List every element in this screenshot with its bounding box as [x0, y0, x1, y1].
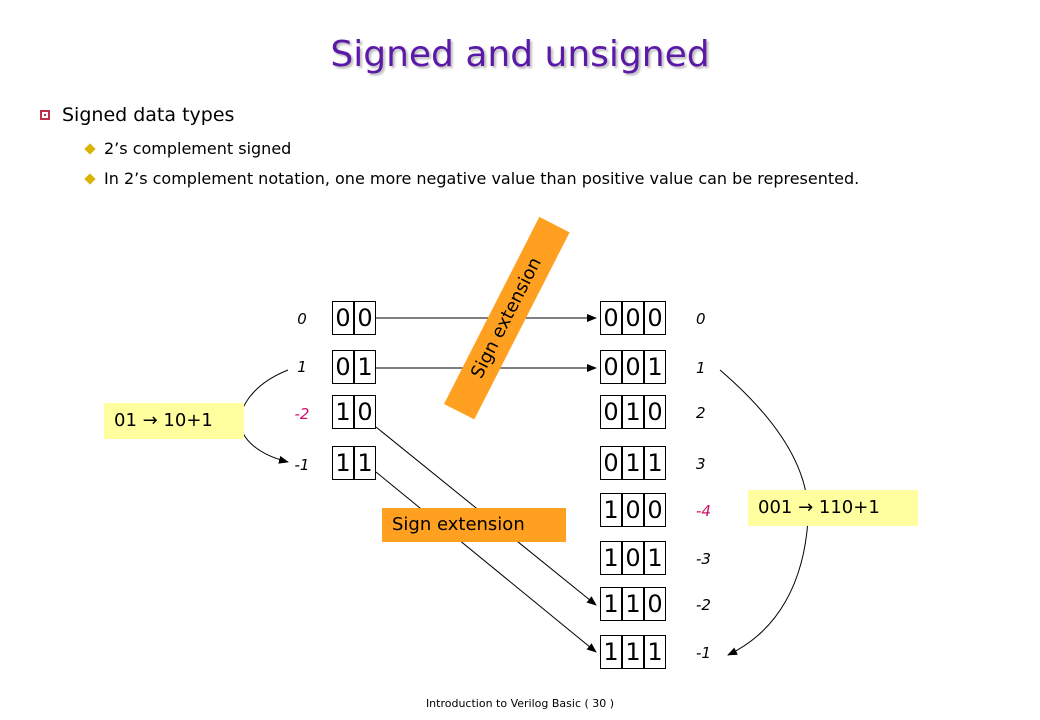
bit-cell: 0 [600, 446, 622, 480]
bullet-square-icon [40, 110, 50, 120]
bit-cell: 1 [622, 587, 644, 621]
bit-cell: 1 [644, 446, 666, 480]
right-row-label: 1 [696, 359, 706, 377]
left-row-label: 0 [297, 310, 307, 328]
bit-cell: 1 [644, 635, 666, 669]
bit-cell: 0 [600, 301, 622, 335]
bit-cell: 1 [622, 395, 644, 429]
bit-cell: 1 [600, 493, 622, 527]
bit-cell: 0 [622, 541, 644, 575]
bullet-text: Signed data types [62, 104, 235, 126]
slide-footer: Introduction to Verilog Basic ( 30 ) [425, 697, 615, 710]
left-row-label-highlight: -2 [294, 405, 310, 423]
right-row-label: 3 [696, 455, 706, 473]
bit-cell: 0 [644, 395, 666, 429]
left-row-label: 1 [297, 358, 307, 376]
arrow-11-to-111 [375, 471, 597, 653]
sign-extension-text: Sign extension [392, 514, 525, 535]
left-note-text: 01 → 10+1 [114, 410, 213, 431]
bit-cell: 0 [600, 395, 622, 429]
right-note-box: 001 → 110+1 [748, 490, 918, 526]
sub-bullet-text: In 2’s complement notation, one more neg… [104, 169, 860, 188]
bit-cell: 1 [332, 446, 354, 480]
curve-left-01-to-minus1 [239, 369, 289, 464]
bit-cell: 1 [600, 635, 622, 669]
right-row-label: -3 [696, 550, 711, 568]
sub-bullet-text: 2’s complement signed [104, 139, 292, 158]
bit-cell: 0 [644, 587, 666, 621]
sign-extension-box: Sign extension [382, 508, 566, 542]
bit-cell: 1 [354, 350, 376, 384]
bit-cell: 0 [332, 301, 354, 335]
bit-cell: 1 [622, 446, 644, 480]
right-note-text: 001 → 110+1 [758, 497, 880, 518]
bit-cell: 0 [622, 301, 644, 335]
bit-cell: 1 [644, 541, 666, 575]
bit-cell: 0 [644, 301, 666, 335]
bit-cell: 1 [622, 635, 644, 669]
right-row-label: 0 [696, 310, 706, 328]
bit-cell: 1 [354, 446, 376, 480]
bit-cell: 0 [600, 350, 622, 384]
bit-cell: 0 [622, 493, 644, 527]
bit-cell: 1 [600, 587, 622, 621]
bit-cell: 0 [354, 395, 376, 429]
bit-cell: 0 [332, 350, 354, 384]
right-row-label: 2 [696, 404, 706, 422]
right-row-label-highlight: -4 [696, 502, 711, 520]
bit-cell: 0 [354, 301, 376, 335]
bit-cell: 1 [332, 395, 354, 429]
bit-cell: 0 [644, 493, 666, 527]
sub-bullet-1: 2’s complement signed [84, 139, 291, 158]
bit-cell: 1 [600, 541, 622, 575]
bullet-signed-data-types: Signed data types [40, 104, 234, 126]
sub-bullet-2: In 2’s complement notation, one more neg… [84, 169, 859, 188]
bit-cell: 1 [644, 350, 666, 384]
left-row-label: -1 [294, 456, 310, 474]
bit-cell: 0 [622, 350, 644, 384]
page-title: Signed and unsigned [330, 34, 710, 75]
right-row-label: -1 [696, 644, 711, 662]
right-row-label: -2 [696, 596, 711, 614]
left-note-box: 01 → 10+1 [104, 403, 244, 439]
